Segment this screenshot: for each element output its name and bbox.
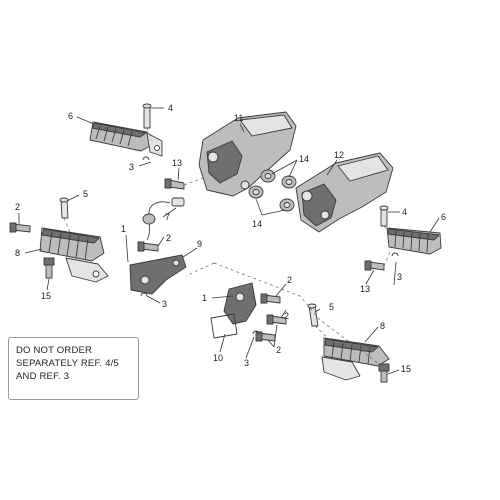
- callout-14: 14: [252, 219, 262, 229]
- callout-15: 15: [41, 291, 51, 301]
- callout-4: 4: [168, 103, 173, 113]
- note-line-1: DO NOT ORDER: [16, 345, 93, 356]
- callout-2: 2: [276, 345, 281, 355]
- footpeg-front-right: [321, 337, 390, 381]
- callout-5: 5: [83, 189, 88, 199]
- callout-6: 6: [68, 111, 73, 121]
- footpeg-rear-right: [386, 227, 442, 255]
- bracket-left: [129, 254, 187, 295]
- callout-8: 8: [380, 321, 385, 331]
- footpeg-front-left: [39, 227, 109, 283]
- assembly-lines: [63, 127, 393, 367]
- callout-13: 13: [172, 158, 182, 168]
- footpeg-rear-left: [89, 121, 163, 157]
- callout-4: 4: [402, 207, 407, 217]
- callout-2: 2: [284, 311, 289, 321]
- callout-2: 2: [166, 233, 171, 243]
- callout-3: 3: [162, 299, 167, 309]
- callout-2: 2: [287, 275, 292, 285]
- note-line-2: SEPARATELY REF. 4/5: [16, 358, 119, 369]
- bolts: [9, 103, 399, 383]
- callout-2: 2: [15, 202, 20, 212]
- callout-15: 15: [401, 364, 411, 374]
- callout-1: 1: [121, 224, 126, 234]
- callout-3: 3: [397, 272, 402, 282]
- note-line-3: AND REF. 3: [16, 371, 70, 382]
- callout-3: 3: [244, 358, 249, 368]
- callout-11: 11: [234, 113, 243, 123]
- callout-14: 14: [299, 154, 309, 164]
- callout-5: 5: [329, 302, 334, 312]
- callout-3: 3: [129, 162, 134, 172]
- callout-1: 1: [202, 293, 207, 303]
- bracket-right: [210, 282, 257, 339]
- callout-10: 10: [213, 353, 223, 363]
- bushings: [248, 169, 297, 212]
- callout-numbers: 4 6 11 3 13 14 12 5 2 7 14 4 6 1 2 8 9 1…: [15, 103, 446, 374]
- passenger-bracket-right: [295, 152, 394, 233]
- callout-8: 8: [15, 248, 20, 258]
- passenger-bracket-left: [198, 111, 297, 197]
- callout-12: 12: [334, 150, 344, 160]
- callout-13: 13: [360, 284, 370, 294]
- callout-6: 6: [441, 212, 446, 222]
- leader-lines: [18, 107, 440, 375]
- sensor-switch: [142, 197, 185, 241]
- callout-9: 9: [197, 239, 202, 249]
- callout-7: 7: [165, 212, 170, 222]
- order-note-box: DO NOT ORDER SEPARATELY REF. 4/5 AND REF…: [8, 337, 139, 400]
